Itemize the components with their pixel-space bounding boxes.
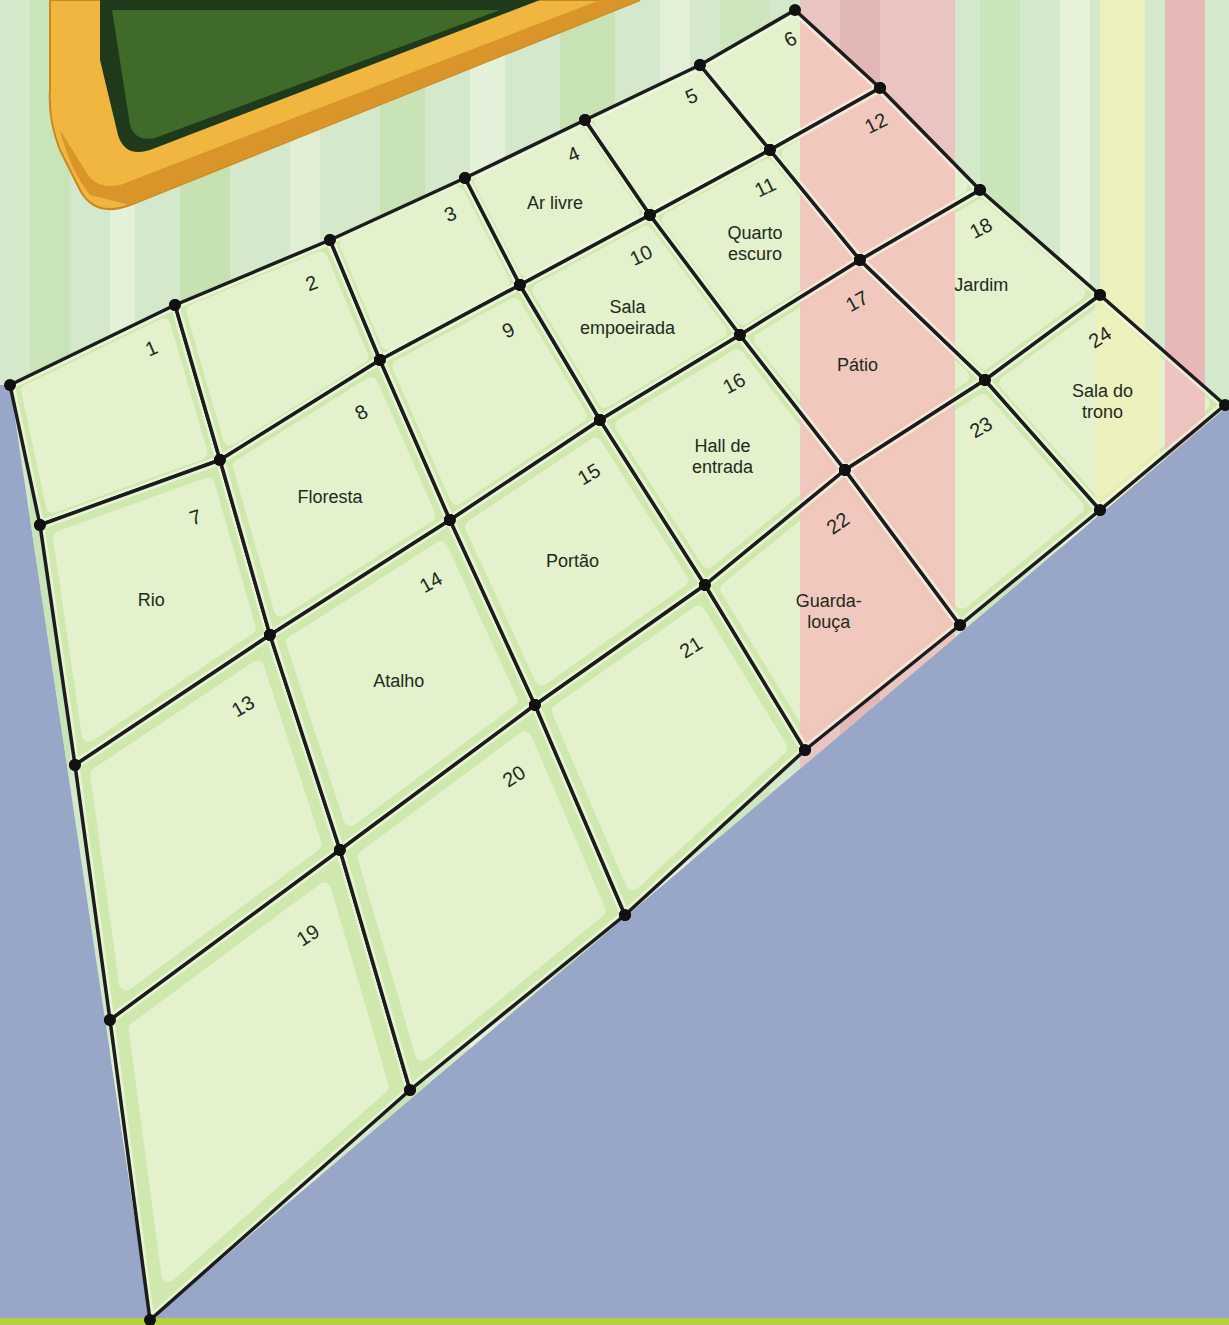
room-name: Pátio: [837, 355, 878, 376]
room-name: Floresta: [297, 487, 362, 508]
room-name: Atalho: [373, 671, 424, 692]
bottom-rule: [0, 1318, 1229, 1325]
room-name: Hall de entrada: [671, 436, 775, 477]
room-name: Guarda-louça: [777, 591, 881, 632]
room-name: Rio: [138, 590, 165, 611]
room-name: Sala empoeirada: [576, 297, 680, 338]
room-name: Sala do trono: [1051, 381, 1155, 422]
room-name: Quarto escuro: [703, 223, 807, 264]
room-name: Ar livre: [527, 193, 583, 214]
room-name: Jardim: [954, 275, 1008, 296]
map-tile: 24Sala do trono: [985, 295, 1225, 510]
room-name: Portão: [546, 551, 599, 572]
